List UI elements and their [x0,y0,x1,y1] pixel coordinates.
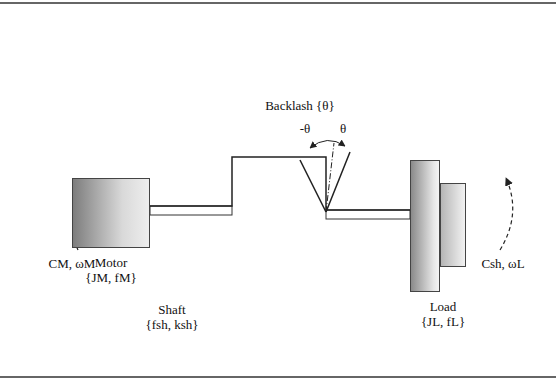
annotation-label: {fsh, ksh} [146,317,199,332]
motor-shaft [150,206,232,215]
part-parameters: {JL, fL} [421,314,465,329]
shaft-connector [150,157,410,210]
backlash-angle-arrow [310,140,345,148]
part-parameters: {JM, fM} [85,270,137,285]
load-disc: Load{JL, fL} [410,160,440,292]
node-caption: Load{JL, fL} [421,299,465,329]
frame-line [0,376,556,378]
annotation-label: Backlash {θ} [265,98,335,113]
frame-line [0,2,556,4]
part-name: Load [421,299,465,314]
backlash-centerline [326,143,334,212]
annotation-label: -θ [300,121,311,136]
load-shaft [326,210,410,219]
load-hub [440,183,466,267]
load-torque-arrow [500,178,513,250]
annotation-label: θ [340,121,346,136]
annotation-label: Csh, ωL [481,256,524,271]
motor-block: Motor{JM, fM} [72,178,150,248]
annotation-label: CM, ωM [49,256,96,271]
backlash-leg [300,160,326,212]
annotation-label: Shaft [158,302,185,317]
